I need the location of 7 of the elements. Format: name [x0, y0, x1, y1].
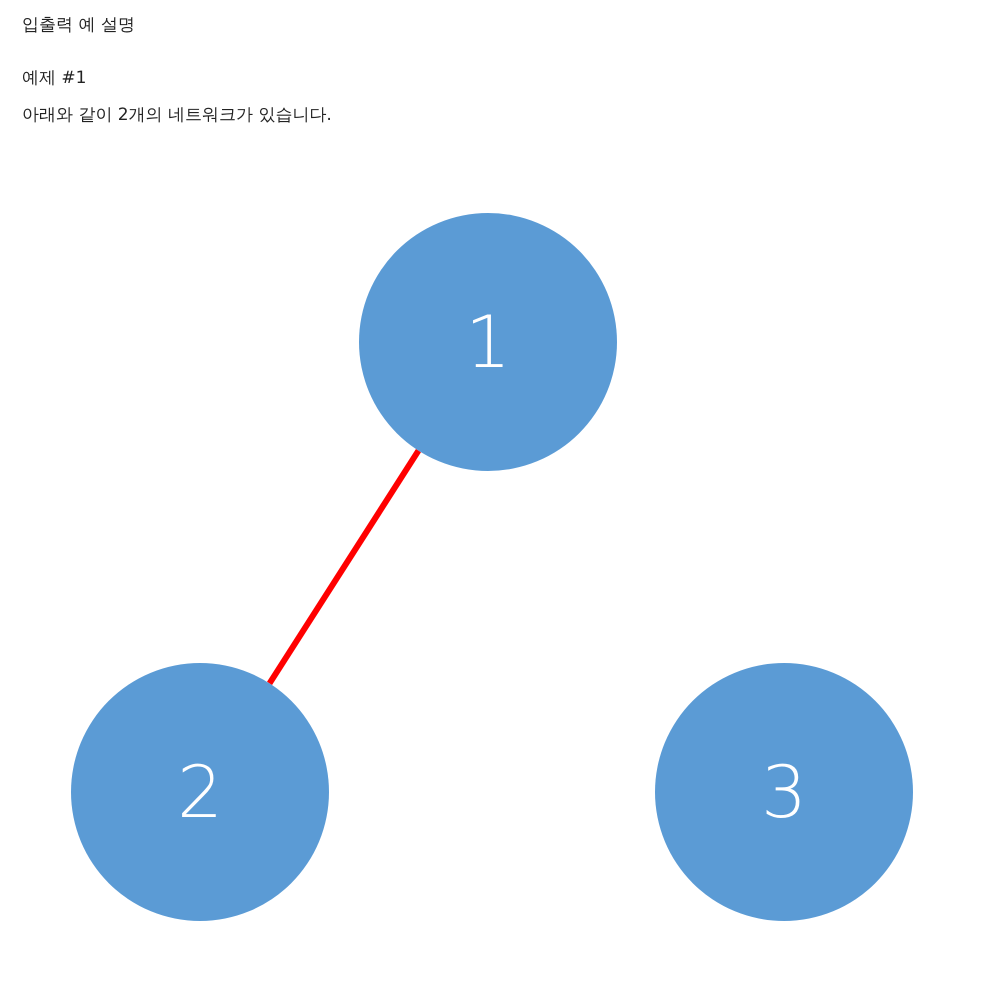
node-number: 1 [465, 300, 511, 384]
node-number: 2 [177, 750, 223, 834]
description-text: 예제 #1 [22, 67, 86, 89]
description-text: 아래와 같이 2개의 네트워크가 있습니다. [22, 104, 332, 126]
node-number: 3 [761, 750, 807, 834]
heading: 입출력 예 설명 [22, 14, 135, 36]
connector-line [267, 449, 421, 685]
